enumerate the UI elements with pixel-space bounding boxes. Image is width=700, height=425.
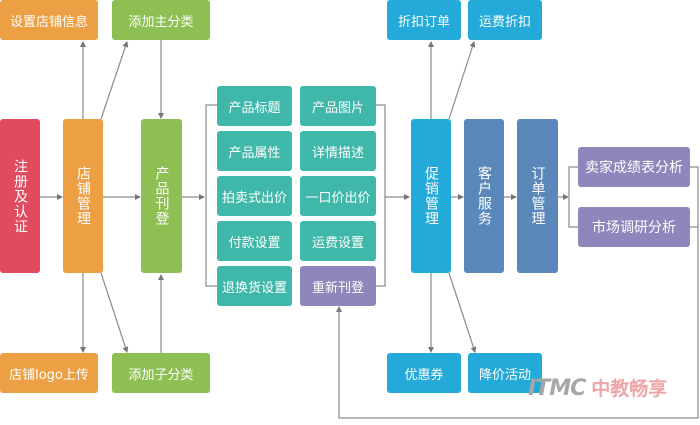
node-order-management: 订单管理 [517, 119, 558, 273]
node-seller-report-analysis: 卖家成绩表分析 [578, 147, 690, 187]
arrow-store-to-sub-category [100, 272, 129, 353]
node-auction-price: 拍卖式出价 [217, 176, 292, 216]
node-promotion-management: 促销管理 [411, 119, 451, 273]
node-customer-service: 客户服务 [464, 119, 504, 273]
node-product-listing: 产品刊登 [141, 119, 182, 273]
arrow-promotion-to-price-drop [448, 272, 477, 353]
node-shipping-discount: 运费折扣 [468, 0, 542, 40]
bracket-left [205, 104, 217, 287]
arrow-store-to-main-category [100, 41, 129, 120]
bracket-right [376, 104, 386, 287]
arrow-promotion-to-shipping-discount [448, 41, 476, 120]
node-product-image: 产品图片 [300, 86, 376, 126]
node-main-category: 添加主分类 [112, 0, 210, 40]
watermark-latin: ITMC [528, 376, 586, 401]
node-shipping-settings: 运费设置 [300, 221, 376, 261]
node-product-attributes: 产品属性 [217, 131, 292, 171]
node-payment-settings: 付款设置 [217, 221, 292, 261]
node-fixed-price: 一口价出价 [300, 176, 376, 216]
feedback-loop [336, 166, 699, 419]
node-coupon: 优惠券 [387, 353, 461, 393]
node-detail-description: 详情描述 [300, 131, 376, 171]
node-discount-order: 折扣订单 [387, 0, 461, 40]
bracket-analysis [568, 166, 578, 228]
node-register: 注册及认证 [0, 119, 40, 273]
node-store-logo: 店铺logo上传 [0, 353, 98, 393]
node-sub-category: 添加子分类 [112, 353, 210, 393]
node-store-management: 店铺管理 [63, 119, 103, 273]
node-relist: 重新刊登 [300, 266, 376, 306]
node-return-settings: 退换货设置 [217, 266, 292, 306]
node-store-info: 设置店铺信息 [0, 0, 98, 40]
node-price-drop: 降价活动 [468, 353, 542, 393]
watermark-chinese: 中教畅享 [591, 378, 668, 400]
node-market-research-analysis: 市场调研分析 [578, 207, 690, 247]
node-product-title: 产品标题 [217, 86, 292, 126]
